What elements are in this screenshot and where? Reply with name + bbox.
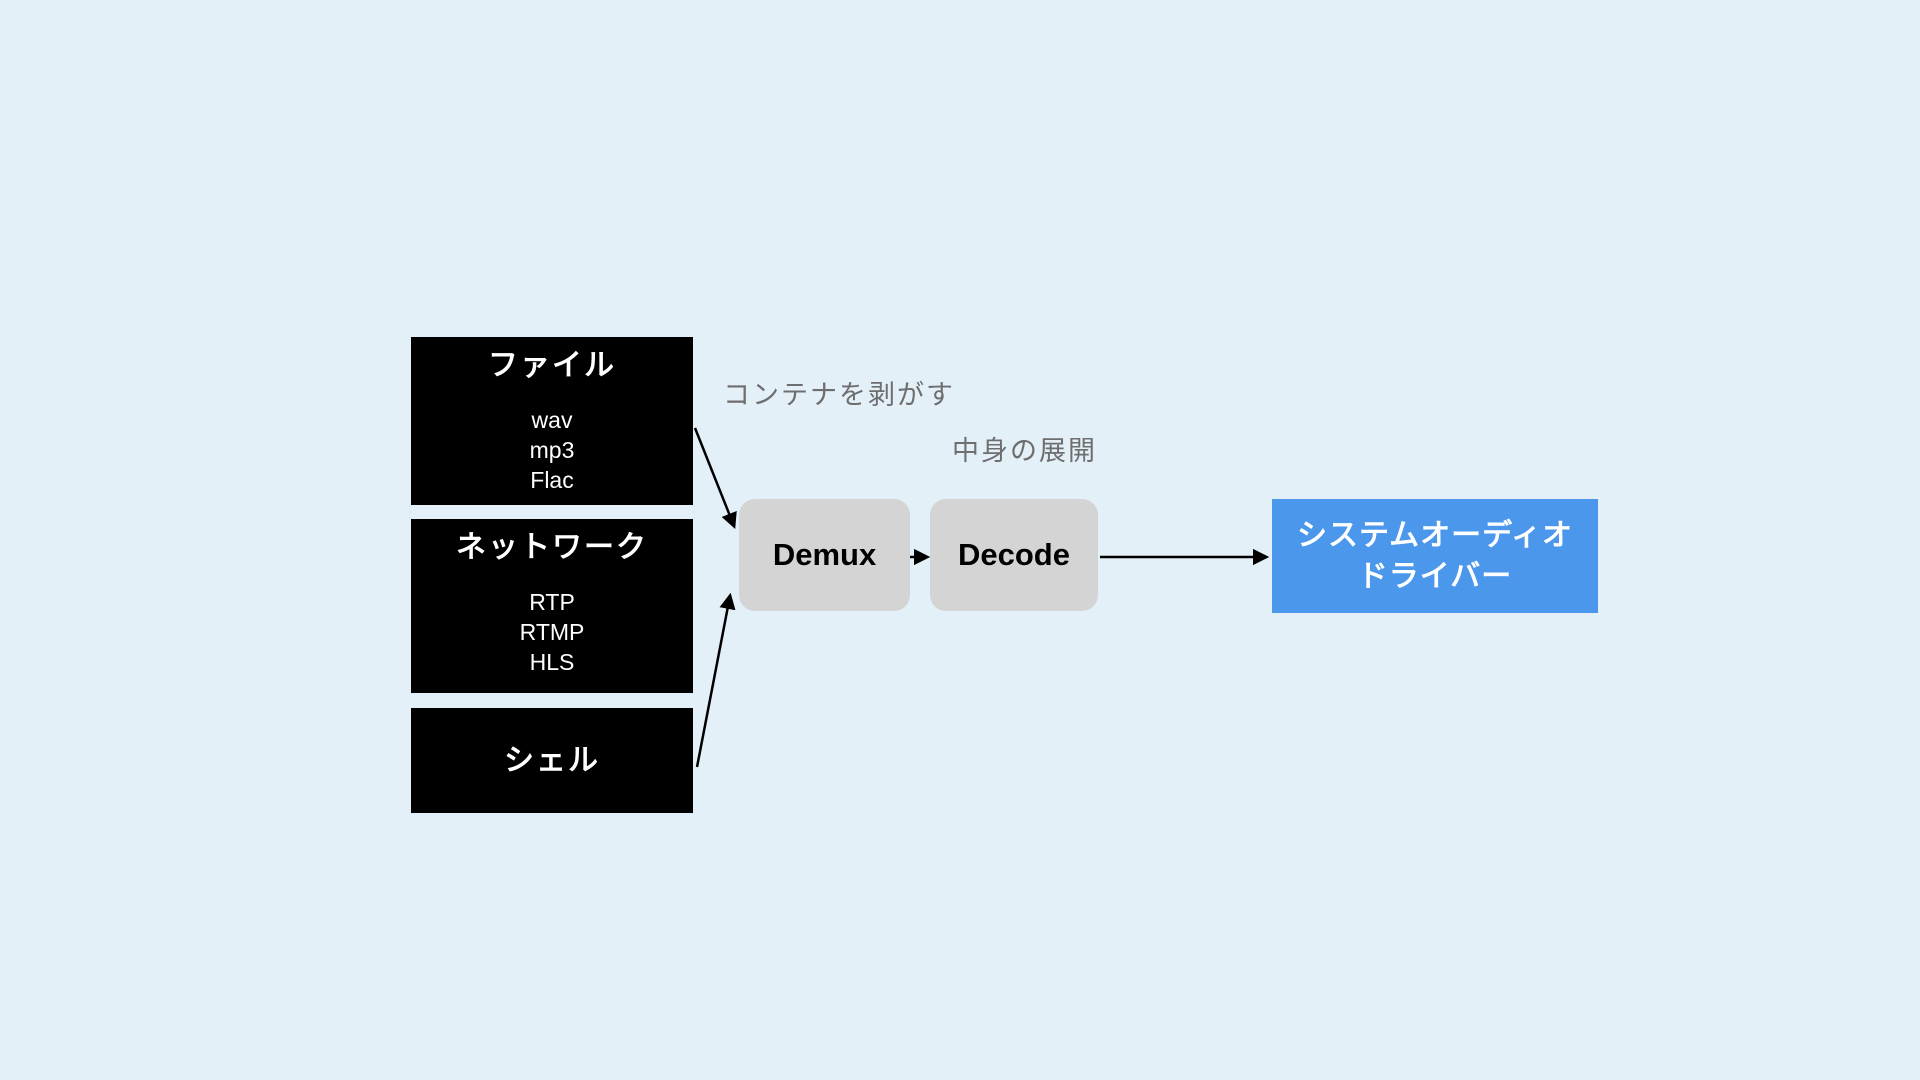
arrow-shell-to-demux (695, 592, 736, 768)
source-box-file-title: ファイル (488, 349, 616, 382)
source-box-shell: シェル (411, 708, 693, 813)
stage-box-demux: Demux (739, 499, 910, 611)
source-box-network-items: RTP RTMP HLS (411, 587, 693, 677)
source-box-shell-title: シェル (504, 743, 600, 777)
network-protocol-item: RTMP (519, 619, 585, 645)
source-box-file: ファイル wav mp3 Flac (411, 337, 693, 505)
output-box-system-audio-driver: システムオーディオ ドライバー (1272, 499, 1598, 613)
source-box-file-items: wav mp3 Flac (411, 405, 693, 495)
network-protocol-item: RTP (529, 589, 575, 615)
network-protocol-item: HLS (529, 649, 575, 675)
file-format-item: Flac (530, 467, 574, 493)
stage-box-demux-label: Demux (772, 537, 877, 572)
stage-box-decode-label: Decode (958, 537, 1070, 572)
output-box-label-line2: ドライバー (1357, 560, 1513, 593)
annotation-strip-container: コンテナを剥がす (723, 380, 955, 410)
annotation-expand-contents: 中身の展開 (952, 436, 1097, 466)
file-format-item: mp3 (529, 437, 575, 463)
source-box-network-title: ネットワーク (456, 531, 648, 564)
stage-box-decode: Decode (930, 499, 1098, 611)
file-format-item: wav (531, 407, 573, 433)
output-box-label-line1: システムオーディオ (1297, 519, 1573, 552)
arrow-file-to-demux (693, 427, 737, 530)
source-box-network: ネットワーク RTP RTMP HLS (411, 519, 693, 693)
